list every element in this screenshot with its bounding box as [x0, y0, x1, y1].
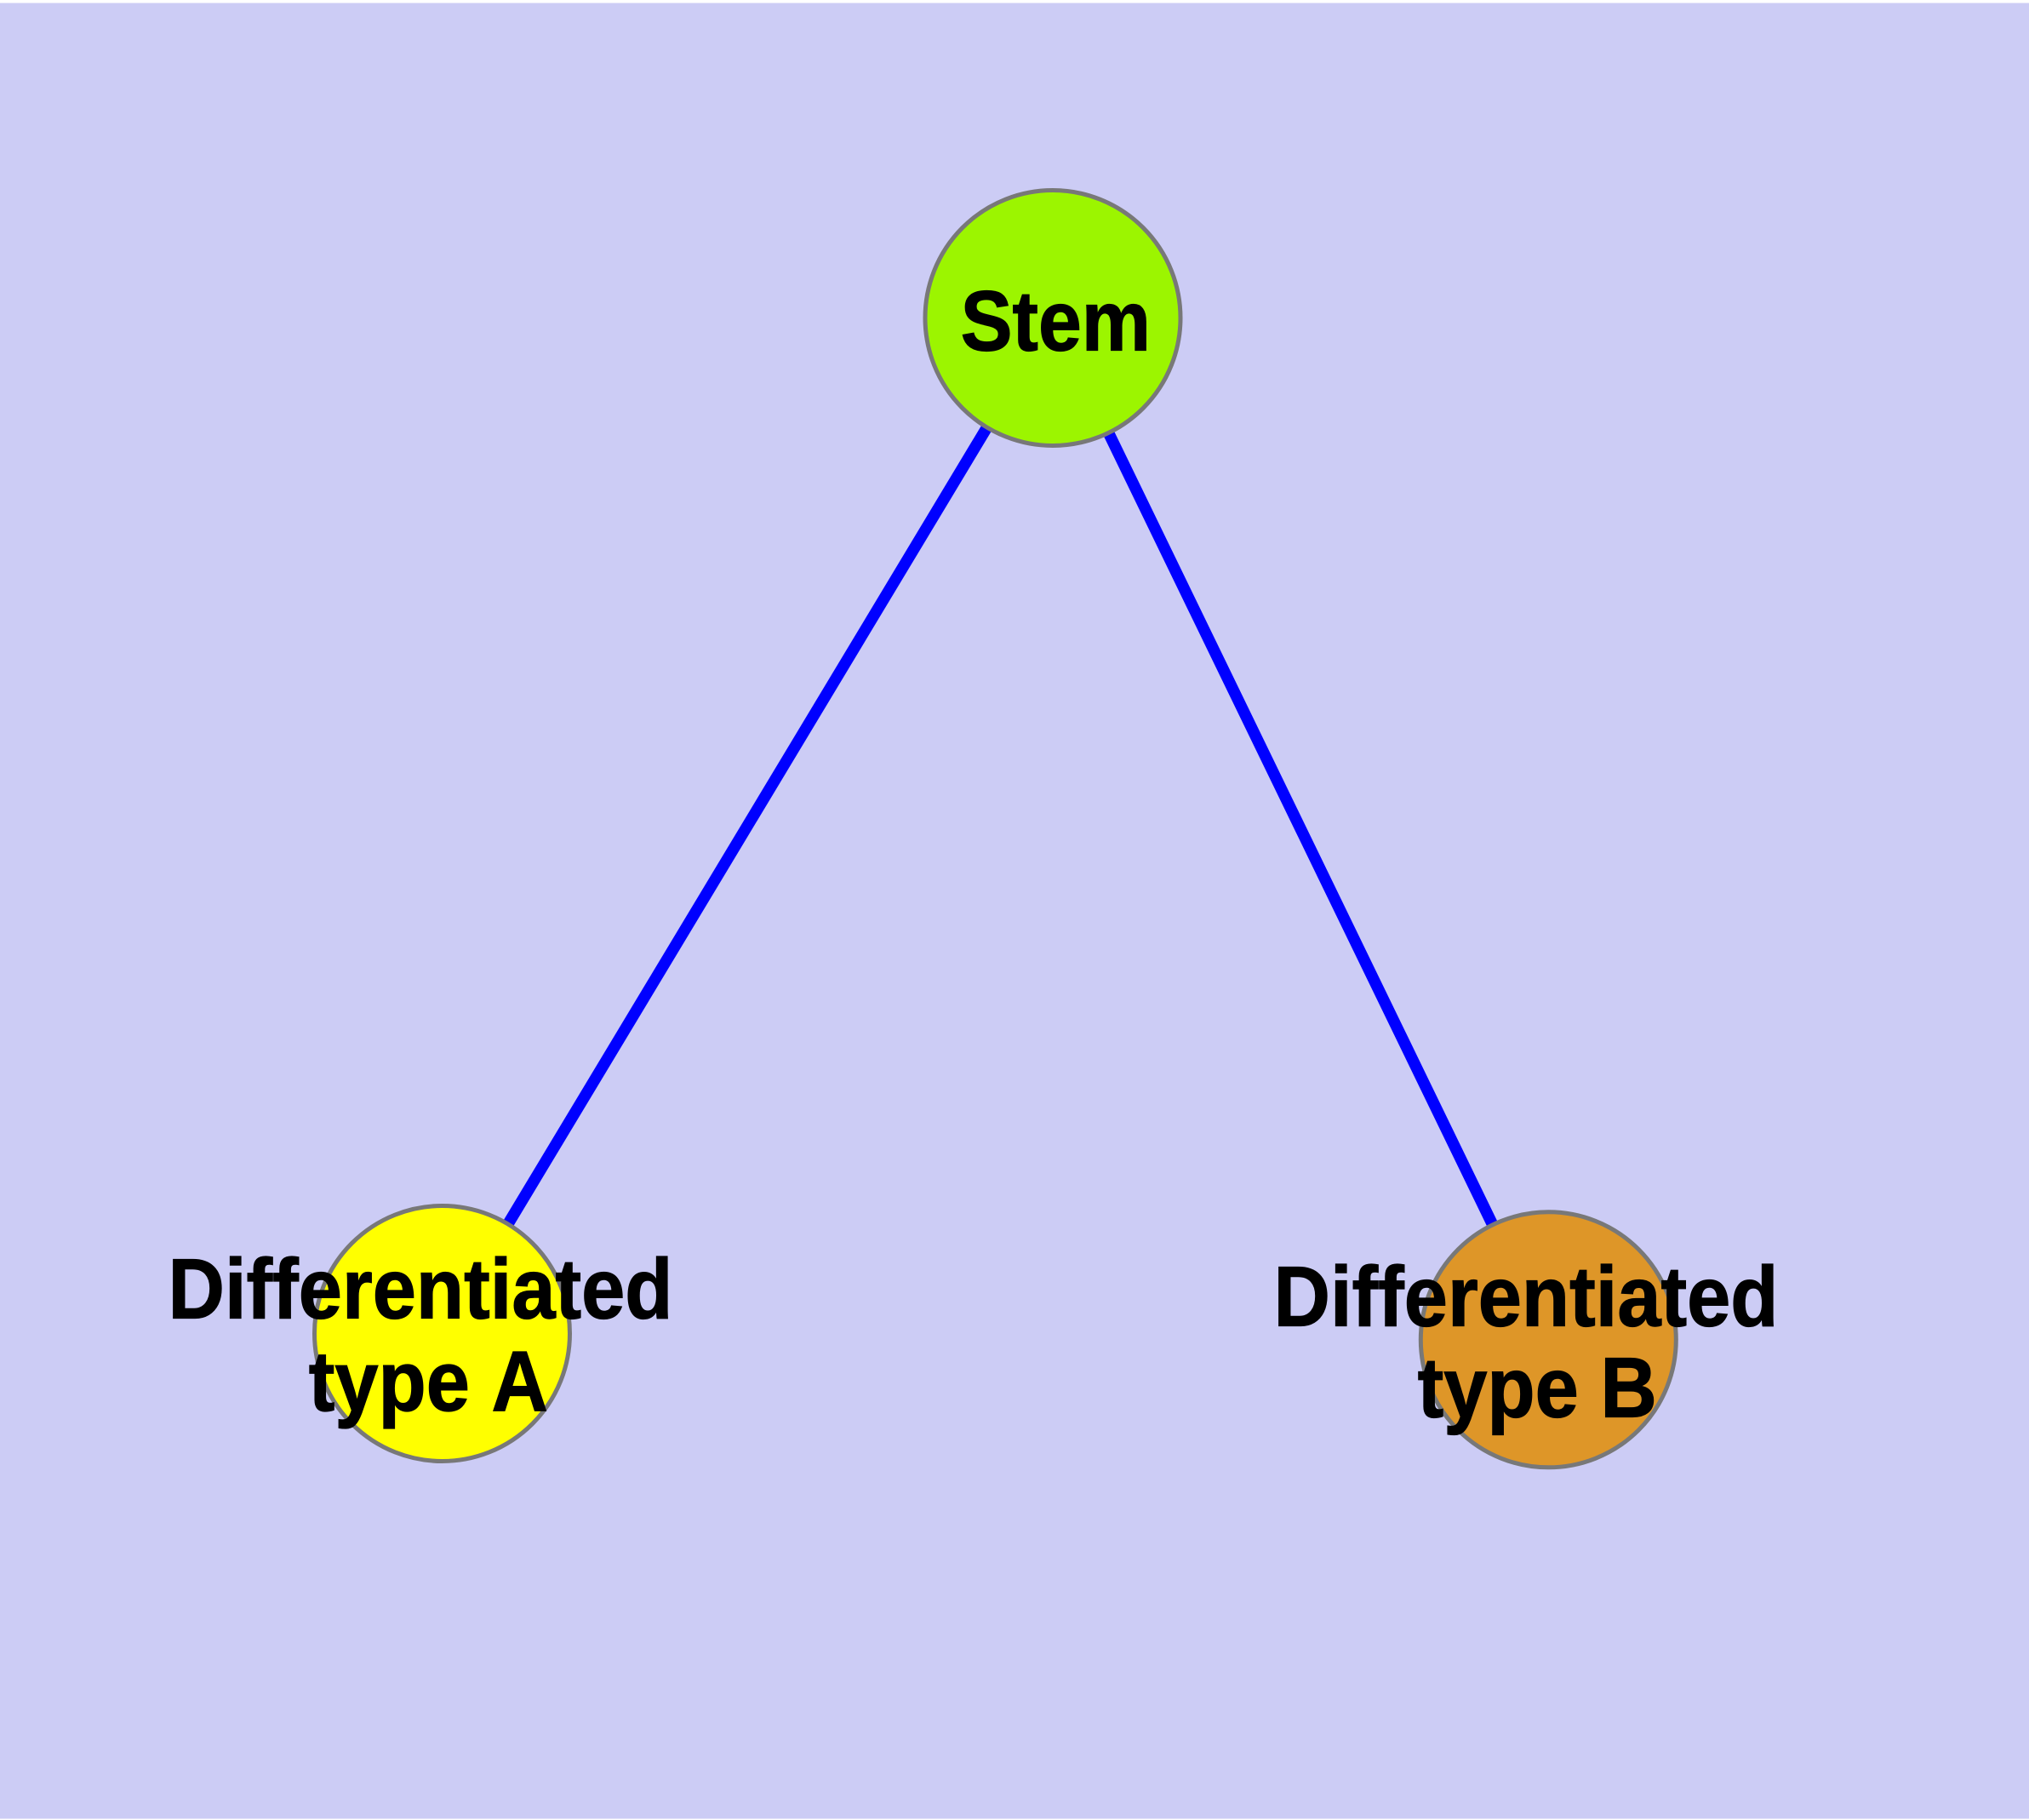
svg-text:Stem: Stem	[961, 274, 1151, 369]
svg-text:type B: type B	[1418, 1341, 1657, 1435]
svg-text:type A: type A	[309, 1334, 548, 1428]
svg-text:Differentiated: Differentiated	[1274, 1250, 1779, 1344]
svg-text:Differentiated: Differentiated	[169, 1242, 673, 1336]
